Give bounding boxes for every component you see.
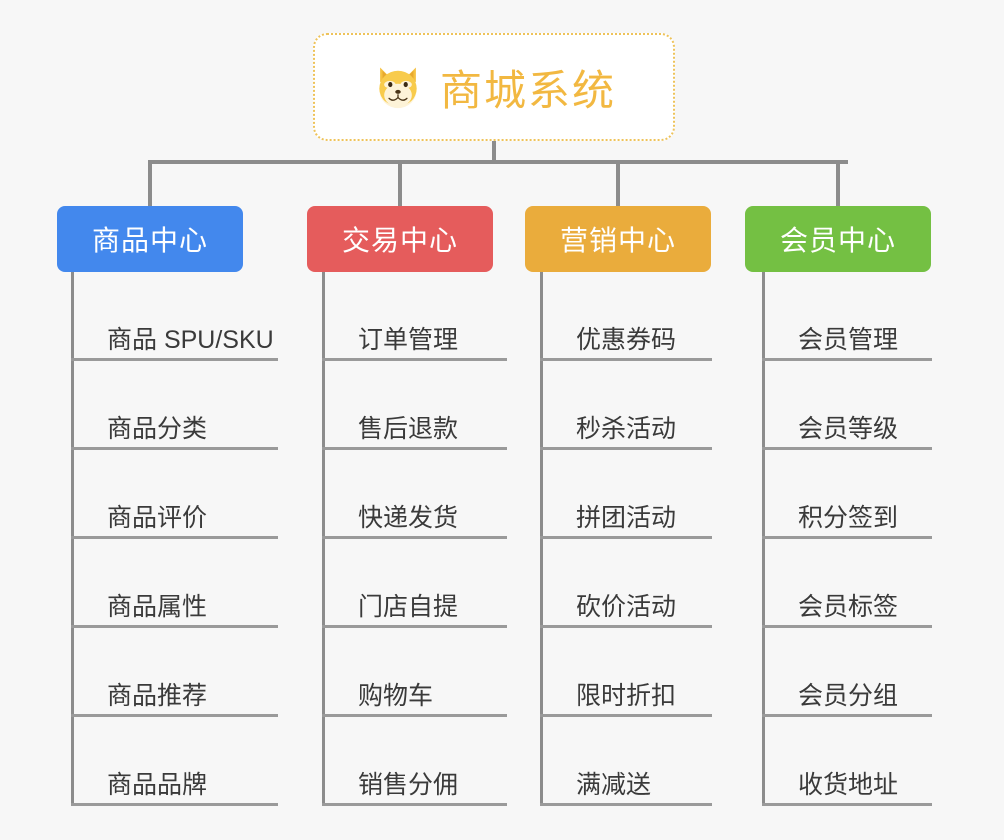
- leaf-item[interactable]: 商品品牌: [71, 717, 288, 806]
- category-label: 交易中心: [341, 225, 458, 256]
- connector-drop-1: [148, 160, 152, 208]
- leaf-item[interactable]: 商品推荐: [71, 628, 288, 717]
- leaf-label: 快递发货: [358, 503, 459, 532]
- leaf-label: 购物车: [358, 681, 434, 710]
- connector-root-stem: [492, 141, 496, 162]
- leaf-underline: [762, 803, 932, 806]
- connector-horizontal-bus: [148, 160, 848, 164]
- leaf-item[interactable]: 商品分类: [71, 361, 288, 450]
- leaf-item[interactable]: 限时折扣: [540, 628, 722, 717]
- category-label: 商品中心: [91, 225, 208, 256]
- category-box-1[interactable]: 商品中心: [57, 206, 243, 272]
- leaf-item[interactable]: 秒杀活动: [540, 361, 722, 450]
- leaf-item[interactable]: 拼团活动: [540, 450, 722, 539]
- leaf-label: 商品品牌: [107, 770, 208, 799]
- leaf-underline: [322, 625, 507, 628]
- category-label: 会员中心: [779, 225, 896, 256]
- leaf-underline: [540, 358, 712, 361]
- leaf-column-3: 优惠券码秒杀活动拼团活动砍价活动限时折扣满减送: [540, 272, 722, 806]
- leaf-underline: [71, 447, 278, 450]
- leaf-spine: [322, 272, 325, 806]
- leaf-underline: [762, 536, 932, 539]
- connector-drop-2: [398, 160, 402, 208]
- leaf-label: 拼团活动: [576, 503, 677, 532]
- leaf-label: 秒杀活动: [576, 414, 677, 443]
- leaf-item[interactable]: 售后退款: [322, 361, 517, 450]
- leaf-item[interactable]: 快递发货: [322, 450, 517, 539]
- leaf-item[interactable]: 会员管理: [762, 272, 942, 361]
- leaf-item[interactable]: 购物车: [322, 628, 517, 717]
- leaf-column-1: 商品 SPU/SKU 商品分类商品评价商品属性商品推荐商品品牌: [71, 272, 288, 806]
- connector-drop-3: [616, 160, 620, 208]
- leaf-spine: [762, 272, 765, 806]
- leaf-item[interactable]: 会员等级: [762, 361, 942, 450]
- leaf-item[interactable]: 销售分佣: [322, 717, 517, 806]
- leaf-label: 会员等级: [798, 414, 899, 443]
- leaf-label: 商品分类: [107, 414, 208, 443]
- leaf-underline: [540, 714, 712, 717]
- leaf-item[interactable]: 商品属性: [71, 539, 288, 628]
- leaf-column-4: 会员管理会员等级积分签到会员标签会员分组收货地址: [762, 272, 942, 806]
- leaf-label: 砍价活动: [576, 592, 677, 621]
- leaf-underline: [71, 714, 278, 717]
- leaf-underline: [71, 625, 278, 628]
- leaf-label: 会员标签: [798, 592, 899, 621]
- leaf-label: 满减送: [576, 770, 652, 799]
- leaf-item[interactable]: 订单管理: [322, 272, 517, 361]
- leaf-label: 商品评价: [107, 503, 208, 532]
- dog-face-icon: [372, 61, 424, 113]
- leaf-item[interactable]: 砍价活动: [540, 539, 722, 628]
- leaf-label: 收货地址: [798, 770, 899, 799]
- leaf-label: 销售分佣: [358, 770, 459, 799]
- leaf-label: 售后退款: [358, 414, 459, 443]
- leaf-underline: [540, 536, 712, 539]
- leaf-underline: [762, 447, 932, 450]
- leaf-label: 限时折扣: [576, 681, 677, 710]
- leaf-column-2: 订单管理售后退款快递发货门店自提购物车销售分佣: [322, 272, 517, 806]
- leaf-item[interactable]: 优惠券码: [540, 272, 722, 361]
- leaf-label: 订单管理: [358, 325, 459, 354]
- leaf-spine: [540, 272, 543, 806]
- leaf-item[interactable]: 会员标签: [762, 539, 942, 628]
- category-box-2[interactable]: 交易中心: [307, 206, 493, 272]
- category-label: 营销中心: [559, 225, 676, 256]
- leaf-label: 商品属性: [107, 592, 208, 621]
- leaf-label: 会员分组: [798, 681, 899, 710]
- leaf-underline: [71, 358, 278, 361]
- leaf-underline: [71, 803, 278, 806]
- leaf-underline: [762, 625, 932, 628]
- leaf-item[interactable]: 门店自提: [322, 539, 517, 628]
- leaf-underline: [322, 536, 507, 539]
- leaf-underline: [762, 358, 932, 361]
- leaf-underline: [322, 714, 507, 717]
- leaf-underline: [322, 803, 507, 806]
- leaf-label: 积分签到: [798, 503, 899, 532]
- root-title: 商城系统: [439, 66, 616, 114]
- leaf-item[interactable]: 商品 SPU/SKU: [71, 272, 288, 361]
- leaf-underline: [71, 536, 278, 539]
- leaf-label: 会员管理: [798, 325, 899, 354]
- category-box-4[interactable]: 会员中心: [745, 206, 931, 272]
- leaf-item[interactable]: 收货地址: [762, 717, 942, 806]
- category-box-3[interactable]: 营销中心: [525, 206, 711, 272]
- root-node[interactable]: 商城系统: [313, 33, 675, 141]
- connector-drop-4: [836, 160, 840, 208]
- leaf-underline: [540, 803, 712, 806]
- leaf-underline: [540, 447, 712, 450]
- leaf-label: 门店自提: [358, 592, 459, 621]
- leaf-item[interactable]: 满减送: [540, 717, 722, 806]
- leaf-item[interactable]: 会员分组: [762, 628, 942, 717]
- leaf-label: 优惠券码: [576, 325, 677, 354]
- leaf-underline: [540, 625, 712, 628]
- leaf-spine: [71, 272, 74, 806]
- leaf-underline: [322, 447, 507, 450]
- leaf-label: 商品推荐: [107, 681, 208, 710]
- leaf-label: 商品 SPU/SKU: [107, 325, 274, 354]
- leaf-item[interactable]: 积分签到: [762, 450, 942, 539]
- leaf-underline: [762, 714, 932, 717]
- leaf-underline: [322, 358, 507, 361]
- leaf-item[interactable]: 商品评价: [71, 450, 288, 539]
